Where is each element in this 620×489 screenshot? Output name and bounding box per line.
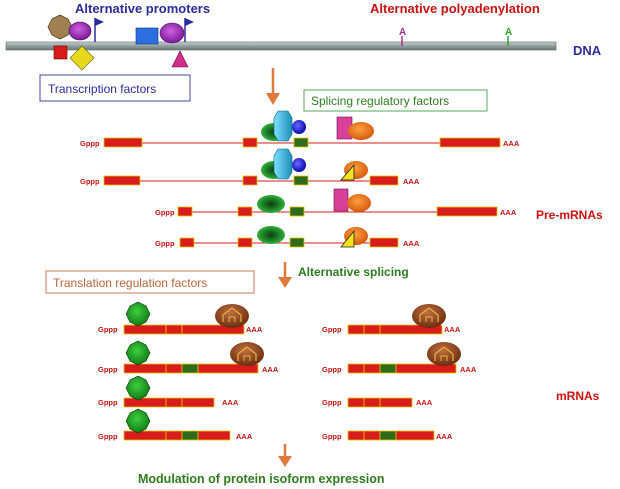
tf-blue-block bbox=[135, 27, 159, 45]
tail-label: AAA bbox=[460, 365, 477, 374]
alternative-splicing-label: Alternative splicing bbox=[298, 265, 409, 279]
cap-label: Gppp bbox=[322, 398, 342, 407]
splicing-factor-cyan bbox=[273, 110, 293, 142]
pre-mrna-4: Gppp AAA bbox=[155, 226, 420, 248]
modulation-label: Modulation of protein isoform expression bbox=[138, 472, 385, 486]
arrow-down-1 bbox=[266, 68, 280, 105]
transcription-factors-box: Transcription factors bbox=[39, 74, 191, 102]
cap-label: Gppp bbox=[80, 177, 100, 186]
mrna-right-2: Gppp AAA bbox=[322, 342, 477, 374]
transcription-factors-label: Transcription factors bbox=[48, 82, 156, 96]
cap-label: Gppp bbox=[155, 208, 175, 217]
splicing-factor-yellow-triangle bbox=[340, 163, 355, 181]
mrna-left-1: Gppp AAA bbox=[98, 301, 263, 335]
promoter-1-factors bbox=[47, 14, 104, 71]
tail-label: AAA bbox=[403, 177, 420, 186]
promoter-flag-1 bbox=[95, 18, 104, 26]
tf-octagon-tan bbox=[47, 14, 73, 40]
polya-marker-2: A bbox=[505, 27, 512, 38]
alt-promoters-title: Alternative promoters bbox=[75, 1, 210, 16]
tf-yellow-diamond bbox=[69, 45, 95, 71]
mrna-right-4: Gppp AAA bbox=[322, 430, 453, 441]
cap-label: Gppp bbox=[322, 325, 342, 334]
arrow-down-2 bbox=[278, 262, 292, 288]
tail-label: AAA bbox=[436, 432, 453, 441]
tf-purple-oval bbox=[68, 21, 92, 41]
cap-label: Gppp bbox=[98, 432, 118, 441]
cap-label: Gppp bbox=[80, 139, 100, 148]
tail-label: AAA bbox=[503, 139, 520, 148]
cap-label: Gppp bbox=[98, 365, 118, 374]
dna-label: DNA bbox=[573, 43, 602, 58]
mrna-left-2: Gppp AAA bbox=[98, 340, 279, 374]
cap-label: Gppp bbox=[98, 398, 118, 407]
tf-magenta-triangle bbox=[171, 50, 189, 68]
splicing-factors-box: Splicing regulatory factors bbox=[303, 89, 488, 112]
tail-label: AAA bbox=[416, 398, 433, 407]
pre-mrna-2: Gppp AAA bbox=[80, 148, 420, 186]
tf-red-square bbox=[53, 45, 68, 60]
polya-marker-1: A bbox=[399, 27, 406, 38]
cap-label: Gppp bbox=[322, 432, 342, 441]
mrnas-label: mRNAs bbox=[556, 389, 600, 403]
tail-label: AAA bbox=[403, 239, 420, 248]
cap-binding-octagon bbox=[125, 301, 151, 327]
tail-label: AAA bbox=[222, 398, 239, 407]
tail-label: AAA bbox=[246, 325, 263, 334]
tail-label: AAA bbox=[500, 208, 517, 217]
pre-mrna-1: Gppp AAA bbox=[80, 110, 520, 148]
mrna-left-4: Gppp AAA bbox=[98, 408, 253, 441]
arrow-down-3 bbox=[278, 444, 292, 467]
mrna-left-3: Gppp AAA bbox=[98, 375, 239, 408]
alt-polyadenylation-title: Alternative polyadenylation bbox=[370, 1, 540, 16]
mrna-right-3: Gppp AAA bbox=[322, 397, 433, 408]
translation-factors-box: Translation regulation factors bbox=[45, 270, 255, 294]
polya-site-1: A bbox=[399, 27, 406, 46]
promoter-2-factors bbox=[135, 18, 194, 68]
cap-label: Gppp bbox=[322, 365, 342, 374]
pre-mrnas-label: Pre-mRNAs bbox=[536, 208, 603, 222]
mrna-right-1: Gppp AAA bbox=[322, 304, 461, 335]
splicing-factors-label: Splicing regulatory factors bbox=[311, 94, 449, 108]
polya-site-2: A bbox=[505, 27, 512, 46]
tf-purple-oval-2 bbox=[159, 22, 185, 44]
dna-strand bbox=[5, 41, 557, 51]
tail-label: AAA bbox=[444, 325, 461, 334]
promoter-flag-2 bbox=[185, 18, 194, 26]
translation-factors-label: Translation regulation factors bbox=[53, 276, 207, 290]
pre-mrna-3: Gppp AAA bbox=[155, 188, 517, 217]
cap-label: Gppp bbox=[98, 325, 118, 334]
tail-label: AAA bbox=[262, 365, 279, 374]
tail-label: AAA bbox=[236, 432, 253, 441]
cap-label: Gppp bbox=[155, 239, 175, 248]
